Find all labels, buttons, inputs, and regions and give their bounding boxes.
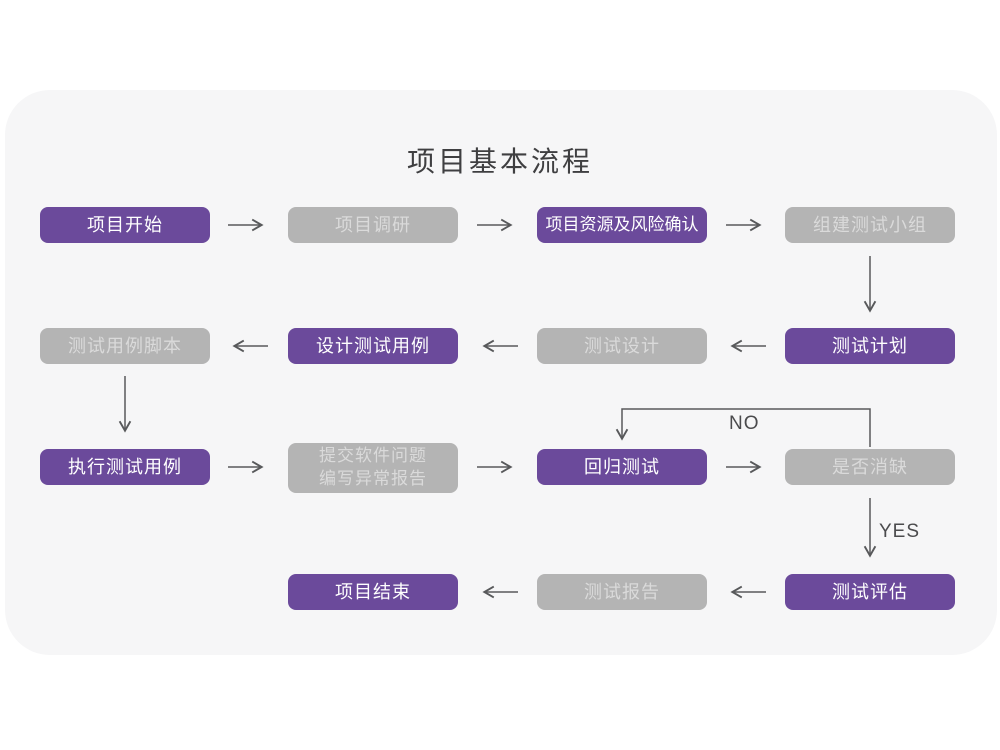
flow-node-submit-issue-report: 提交软件问题 编写异常报告	[288, 443, 458, 493]
flow-node-test-report: 测试报告	[537, 574, 707, 610]
flowchart-card	[5, 90, 997, 655]
flow-node-test-design: 测试设计	[537, 328, 707, 364]
flow-node-design-test-case: 设计测试用例	[288, 328, 458, 364]
flow-node-test-evaluation: 测试评估	[785, 574, 955, 610]
flow-node-project-end: 项目结束	[288, 574, 458, 610]
flow-node-test-plan: 测试计划	[785, 328, 955, 364]
flow-node-regression-test: 回归测试	[537, 449, 707, 485]
flow-node-project-start: 项目开始	[40, 207, 210, 243]
flow-node-execute-test-case: 执行测试用例	[40, 449, 210, 485]
page-title: 项目基本流程	[406, 146, 593, 177]
branch-label-no: NO	[729, 413, 760, 434]
branch-label-yes: YES	[879, 521, 921, 542]
flow-node-resource-risk: 项目资源及风险确认	[537, 207, 707, 243]
flow-node-test-case-script: 测试用例脚本	[40, 328, 210, 364]
flow-node-build-test-team: 组建测试小组	[785, 207, 955, 243]
flow-node-defect-cleared: 是否消缺	[785, 449, 955, 485]
flow-node-project-research: 项目调研	[288, 207, 458, 243]
